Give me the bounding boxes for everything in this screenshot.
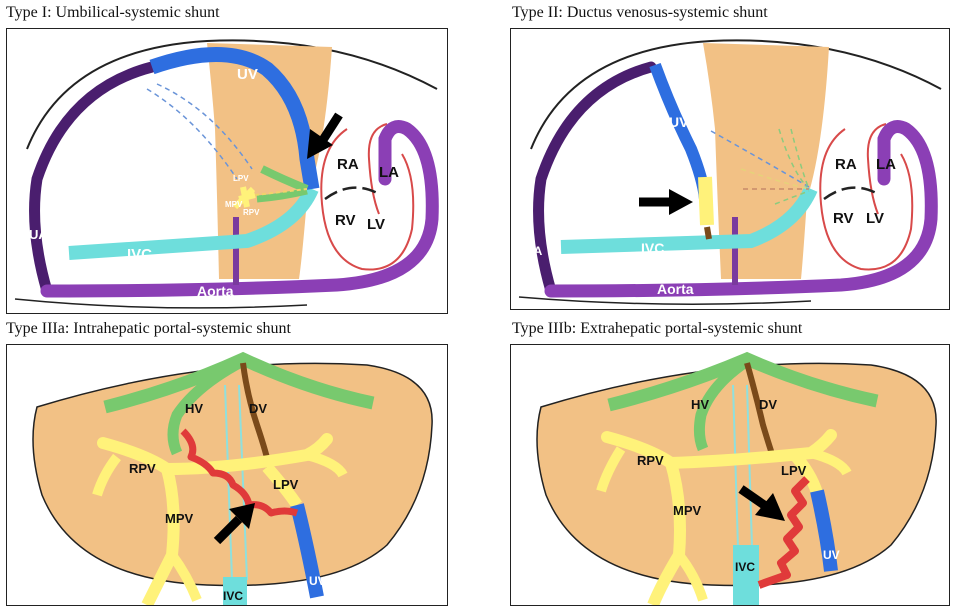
label-dv: DV: [759, 397, 777, 412]
diagram-type-3b: HV DV RPV LPV MPV IVC UV: [511, 345, 949, 605]
diagram-type-3a: HV DV RPV LPV MPV IVC UV: [7, 345, 447, 605]
panel-type-1: UV RA LA RV LV UA IVC Aorta LPV MPV RPV: [6, 28, 448, 314]
diagram-type-2: UV RA LA RV LV UA IVC Aorta: [511, 29, 949, 309]
caption-type-3b: Type IIIb: Extrahepatic portal-systemic …: [512, 320, 802, 338]
ductus-venosus: [705, 177, 707, 225]
label-mpv: MPV: [673, 503, 702, 518]
label-aorta: Aorta: [197, 283, 234, 299]
label-uv: UV: [669, 114, 689, 130]
label-ra: RA: [337, 156, 359, 173]
label-lpv: LPV: [273, 477, 299, 492]
label-hv: HV: [185, 401, 203, 416]
label-lv: LV: [367, 216, 385, 233]
label-rv: RV: [833, 210, 854, 227]
caption-type-1: Type I: Umbilical-systemic shunt: [6, 4, 220, 22]
av-valve: [824, 188, 878, 199]
label-rpv: RPV: [129, 461, 156, 476]
body-outline-lower: [519, 297, 811, 304]
label-rpv: RPV: [243, 208, 260, 217]
label-uv: UV: [237, 66, 258, 83]
arrow-indicator-2: [639, 189, 693, 215]
label-rpv: RPV: [637, 453, 664, 468]
label-la: LA: [876, 156, 896, 173]
heart-outline: [321, 129, 413, 270]
label-mpv: MPV: [165, 511, 194, 526]
label-uv: UV: [309, 574, 326, 588]
label-hv: HV: [691, 397, 709, 412]
ivc-stub: [733, 545, 759, 605]
label-dv: DV: [249, 401, 267, 416]
av-valve: [325, 188, 379, 199]
label-ivc: IVC: [641, 240, 664, 256]
label-lv: LV: [866, 210, 884, 227]
umbilical-artery: [539, 67, 651, 291]
panel-type-2: UV RA LA RV LV UA IVC Aorta: [510, 28, 950, 310]
label-ivc: IVC: [127, 246, 152, 263]
caption-type-3a: Type IIIa: Intrahepatic portal-systemic …: [6, 320, 291, 338]
label-ivc: IVC: [223, 589, 243, 603]
label-lpv: LPV: [233, 174, 249, 183]
label-ivc: IVC: [735, 560, 755, 574]
label-rv: RV: [335, 212, 356, 229]
dv-outlet: [707, 227, 709, 239]
label-ua: UA: [29, 227, 48, 242]
body-outline-lower: [15, 299, 307, 308]
label-aorta: Aorta: [657, 281, 694, 297]
caption-type-2: Type II: Ductus venosus-systemic shunt: [512, 4, 768, 22]
panel-type-3b: HV DV RPV LPV MPV IVC UV: [510, 344, 950, 606]
panel-type-3a: HV DV RPV LPV MPV IVC UV: [6, 344, 448, 606]
umbilical-vein: [655, 65, 705, 199]
diagram-type-1: UV RA LA RV LV UA IVC Aorta LPV MPV RPV: [7, 29, 447, 313]
label-mpv: MPV: [225, 200, 243, 209]
heart-outline: [820, 129, 912, 270]
label-uv: UV: [823, 548, 840, 562]
label-lpv: LPV: [781, 463, 807, 478]
label-la: LA: [379, 164, 399, 181]
label-ra: RA: [835, 156, 857, 173]
label-ua: UA: [525, 244, 543, 258]
